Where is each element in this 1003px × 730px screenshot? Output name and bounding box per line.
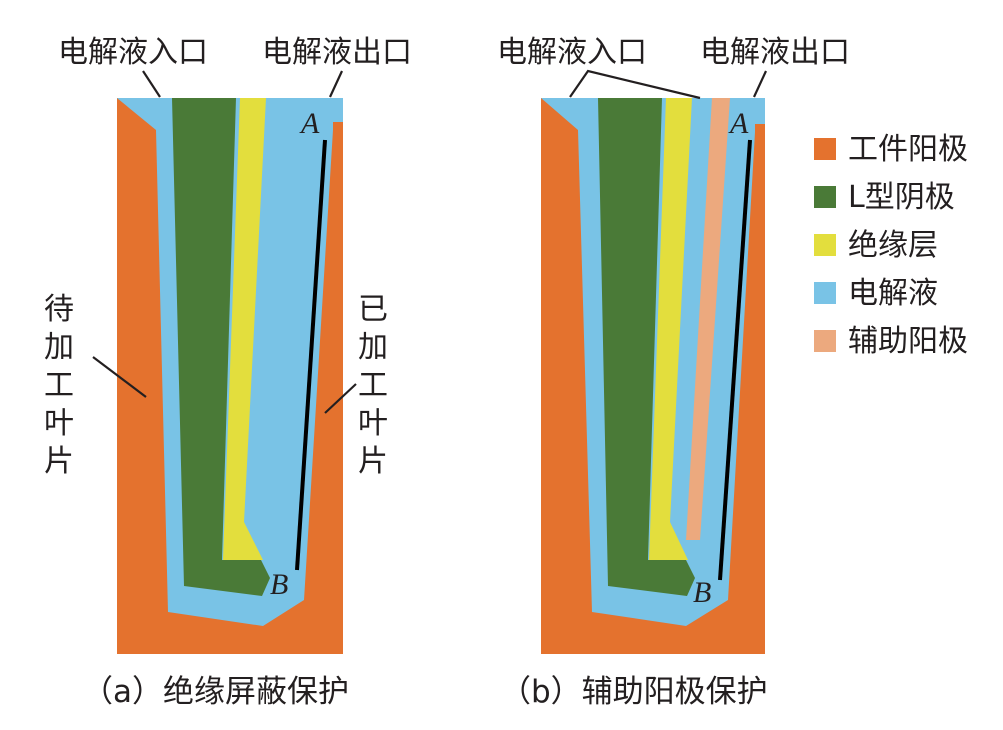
panel-a-l-cathode xyxy=(172,98,270,596)
legend-label-electrolyte: 电解液 xyxy=(848,276,938,311)
panel-b: 电解液入口 电解液出口 A B （b）辅助阳极保护 xyxy=(497,35,850,710)
panel-b-auxiliary-anode xyxy=(686,98,730,540)
legend-swatch-electrolyte xyxy=(814,282,836,304)
panel-b-inlet-label: 电解液入口 xyxy=(497,35,647,70)
panel-b-insulation xyxy=(649,98,692,560)
panel-b-caption: （b）辅助阳极保护 xyxy=(500,674,768,710)
legend-swatch-workpiece-anode xyxy=(814,138,836,160)
panel-a-left-char-3: 工 xyxy=(44,368,74,403)
panel-a-right-char-5: 片 xyxy=(358,444,388,479)
legend: 工件阳极 L型阴极 绝缘层 电解液 辅助阳极 xyxy=(814,132,968,359)
legend-swatch-auxiliary-anode xyxy=(814,330,836,352)
panel-a-outlet-leader xyxy=(329,70,343,98)
panel-b-point-b: B xyxy=(693,576,711,609)
panel-a-point-b: B xyxy=(270,568,288,601)
panel-b-outlet-leader xyxy=(753,70,767,98)
panel-a-machined-edge xyxy=(295,139,327,571)
panel-b-outlet-label: 电解液出口 xyxy=(700,35,850,70)
panel-b-point-a: A xyxy=(728,107,749,140)
panel-a-right-char-3: 工 xyxy=(358,368,388,403)
panel-a: 电解液入口 电解液出口 A B 待 加 工 叶 片 已 加 工 叶 片 （a）绝… xyxy=(44,35,412,710)
panel-a-inlet-label: 电解液入口 xyxy=(58,35,208,70)
panel-a-insulation xyxy=(223,98,266,560)
panel-a-right-char-2: 加 xyxy=(358,330,388,365)
legend-swatch-insulation xyxy=(814,234,836,256)
panel-a-point-a: A xyxy=(299,107,320,140)
legend-label-workpiece-anode: 工件阳极 xyxy=(848,132,968,167)
panel-a-left-char-1: 待 xyxy=(44,292,74,327)
legend-label-auxiliary-anode: 辅助阳极 xyxy=(848,324,968,359)
legend-swatch-l-cathode xyxy=(814,186,836,208)
panel-a-left-char-4: 叶 xyxy=(44,406,74,441)
panel-b-l-cathode xyxy=(598,98,695,596)
legend-label-insulation: 绝缘层 xyxy=(848,228,938,263)
panel-a-left-char-5: 片 xyxy=(44,444,74,479)
panel-a-electrolyte xyxy=(117,98,343,626)
panel-a-right-leader xyxy=(324,383,357,414)
panel-b-inlet-leader xyxy=(569,69,701,100)
panel-a-inlet-leader xyxy=(142,70,161,98)
panel-b-machined-edge xyxy=(718,139,752,581)
panel-a-caption: （a）绝缘屏蔽保护 xyxy=(82,674,349,710)
panel-a-left-char-2: 加 xyxy=(44,330,74,365)
legend-label-l-cathode: L型阴极 xyxy=(848,180,955,215)
panel-a-outlet-label: 电解液出口 xyxy=(262,35,412,70)
panel-a-left-leader xyxy=(92,356,147,398)
panel-a-right-char-4: 叶 xyxy=(358,406,388,441)
panel-a-right-char-1: 已 xyxy=(358,292,388,327)
